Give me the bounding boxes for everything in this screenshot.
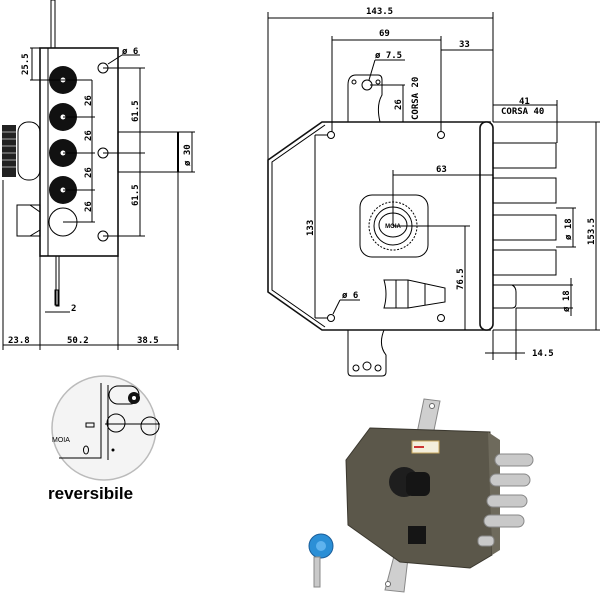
reversible-detail: MOIA reversibile — [48, 375, 160, 503]
dim-latch-dia: ø 18 — [562, 290, 572, 312]
bolt-heads — [48, 66, 78, 237]
product-photo — [308, 398, 534, 593]
dim-screw-spacing-bottom: 61.5 — [131, 184, 141, 206]
dim-knob-depth: 23.8 — [8, 336, 30, 346]
top-strip — [50, 0, 56, 49]
dim-strip-stroke: CORSA 20 — [411, 77, 421, 120]
dim-body-depth: 50.2 — [67, 336, 89, 346]
dim-bottom-hole-dia: ø 6 — [342, 291, 358, 301]
brand-logo: MOIA — [385, 224, 401, 230]
latch-front — [493, 284, 517, 309]
front-view: MOIA 143.5 69 33 ø 7.5 26 CORSA 20 41 CO — [267, 7, 600, 377]
dim-strip-height: 26 — [394, 99, 404, 110]
knob — [2, 121, 41, 181]
reversible-logo: MOIA — [52, 437, 70, 444]
dim-bolt-spacing-4: 26 — [84, 201, 94, 212]
photo-brand-label — [411, 440, 440, 454]
dim-hole-vertical-spacing: 133 — [306, 220, 316, 236]
dim-bolt-length: 41 — [519, 97, 530, 107]
dim-backset: 63 — [436, 165, 447, 175]
dim-latch-projection: 14.5 — [532, 349, 554, 359]
bolts-front — [492, 142, 557, 309]
dim-strip-thickness: 2 — [71, 304, 76, 314]
dim-overall-height: 153.5 — [587, 218, 597, 245]
dim-cylinder-dia: ø 30 — [183, 144, 193, 166]
dim-hole-to-face: 33 — [459, 40, 470, 50]
bottom-strike-plate — [347, 329, 387, 377]
dim-overall-width: 143.5 — [366, 7, 393, 17]
faceplate — [479, 121, 494, 331]
top-strike-plate — [347, 74, 383, 123]
dim-screw-spacing-top: 61.5 — [131, 100, 141, 122]
dim-top-offset: 25.5 — [21, 53, 31, 75]
dim-cylinder-height: 76.5 — [456, 268, 466, 290]
dim-bolt-spacing-2: 26 — [84, 130, 94, 141]
dim-bolt-spacing-3: 26 — [84, 167, 94, 178]
dim-hole-spacing: 69 — [379, 29, 390, 39]
side-view: 25.5 26 26 26 26 ø 6 61.5 61.5 ø 30 2 23… — [2, 0, 195, 350]
dim-bolt-spacing-1: 26 — [84, 95, 94, 106]
dim-cylinder-projection: 38.5 — [137, 336, 159, 346]
reversible-label: reversibile — [48, 484, 133, 503]
dim-screw-dia: ø 6 — [122, 47, 138, 57]
photo-latch-button — [408, 526, 426, 544]
dim-strip-hole-dia: ø 7.5 — [375, 51, 402, 61]
dim-bolt-stroke: CORSA 40 — [501, 107, 544, 117]
photo-bolts — [477, 453, 534, 547]
photo-key — [308, 533, 334, 588]
cylinder-projection — [117, 131, 179, 173]
dim-bolt-dia: ø 18 — [564, 218, 574, 240]
latch-handle-slot — [383, 279, 446, 309]
